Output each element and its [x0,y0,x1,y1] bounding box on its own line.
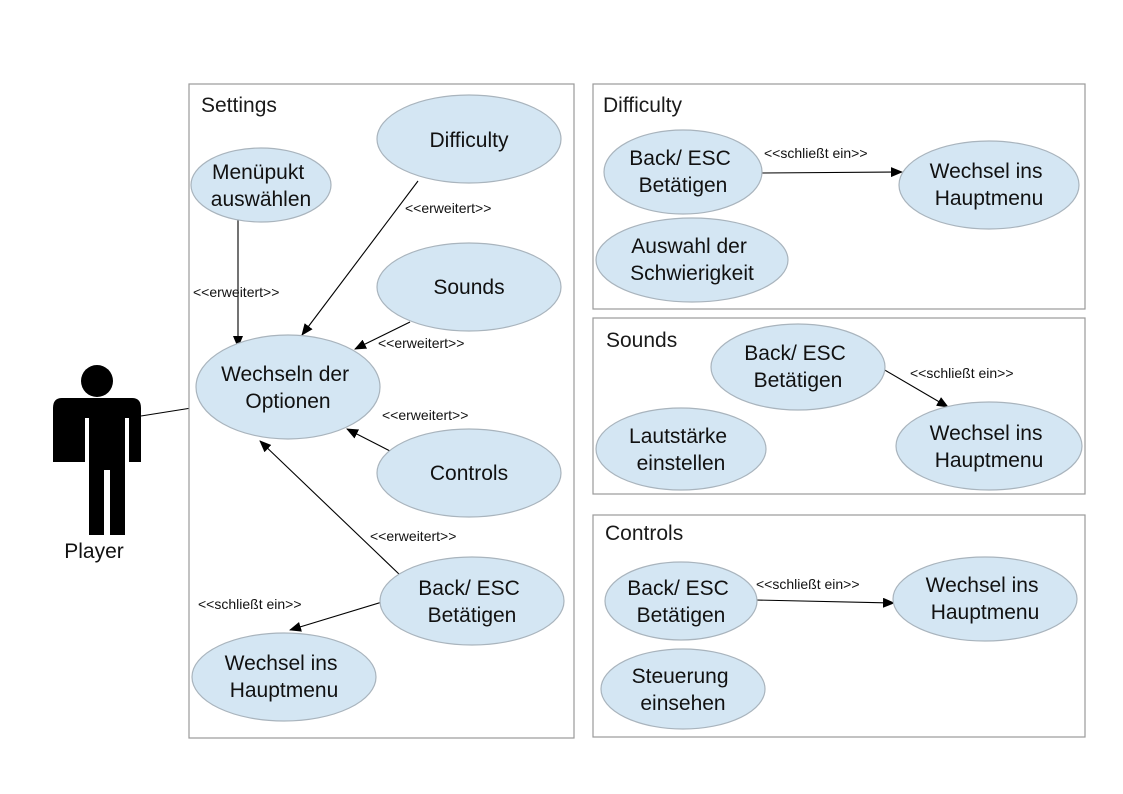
usecase-hauptmenu-controls-label: Wechsel ins Hauptmenu [926,574,1045,624]
usecase-sounds [376,242,562,332]
edge-back-hauptmenu [289,601,383,632]
rel-controls: <<erweitert>> [382,407,468,423]
rel-include-difficulty: <<schließt ein>> [764,145,868,161]
sounds-title: Sounds [606,329,677,352]
usecase-controls [376,428,562,518]
rel-include-settings: <<schließt ein>> [198,596,302,612]
usecase-hauptmenu-controls [892,556,1078,642]
rel-menupunkt: <<erweitert>> [193,284,279,300]
edge-controls-wechseln [346,428,391,452]
usecase-back-sounds-label: Back/ ESC Betätigen [744,342,851,392]
difficulty-title: Difficulty [603,94,682,117]
usecase-back-controls-label: Back/ ESC Betätigen [627,577,734,627]
settings-title: Settings [201,94,277,117]
rel-include-controls: <<schließt ein>> [756,576,860,592]
rel-difficulty: <<erweitert>> [405,200,491,216]
edge-sounds-back-hauptmenu [882,368,949,408]
usecase-lautstaerke-label: Lautstärke einstellen [629,425,733,475]
edge-controls-back-hauptmenu [755,597,895,608]
usecase-steuerung [600,648,766,730]
usecase-back-difficulty [603,129,763,215]
usecase-lautstaerke [595,407,767,491]
edge-difficulty-back-hauptmenu [760,167,903,178]
actor-label: Player [64,540,124,563]
usecase-hauptmenu-settings-label: Wechsel ins Hauptmenu [225,652,344,702]
usecase-menupunkt-label: Menüpukt auswählen [211,161,311,211]
usecase-hauptmenu-sounds-label: Wechsel ins Hauptmenu [930,422,1049,472]
usecase-auswahl [595,217,789,303]
usecase-back-settings-label: Back/ ESC Betätigen [418,577,525,627]
usecase-hauptmenu-settings [191,632,377,722]
rel-back: <<erweitert>> [370,528,456,544]
edge-sounds-wechseln [354,321,411,350]
usecase-back-difficulty-label: Back/ ESC Betätigen [629,147,736,197]
usecase-wechseln [195,334,381,440]
usecase-controls-label: Controls [430,462,508,485]
usecase-back-controls [604,561,758,641]
actor-body [53,398,141,535]
rel-include-sounds: <<schließt ein>> [910,365,1014,381]
edge-difficulty-wechseln [301,180,419,336]
usecase-sounds-label: Sounds [433,276,504,299]
usecase-auswahl-label: Auswahl der Schwierigkeit [630,235,754,285]
usecase-hauptmenu-difficulty-label: Wechsel ins Hauptmenu [930,160,1049,210]
usecase-steuerung-label: Steuerung einsehen [632,665,735,715]
usecase-back-settings [379,556,565,646]
usecase-difficulty-label: Difficulty [430,129,509,152]
usecase-difficulty [376,94,562,184]
usecase-hauptmenu-difficulty [898,140,1080,230]
usecase-menupunkt [190,147,332,223]
usecase-back-sounds [710,323,886,411]
rel-sounds: <<erweitert>> [378,335,464,351]
player-actor: Player [53,365,141,563]
usecase-hauptmenu-sounds [895,401,1083,491]
controls-title: Controls [605,522,683,545]
edge-back-wechseln [259,440,401,576]
usecase-wechseln-label: Wechseln der Optionen [221,363,355,413]
actor-head [81,365,113,397]
